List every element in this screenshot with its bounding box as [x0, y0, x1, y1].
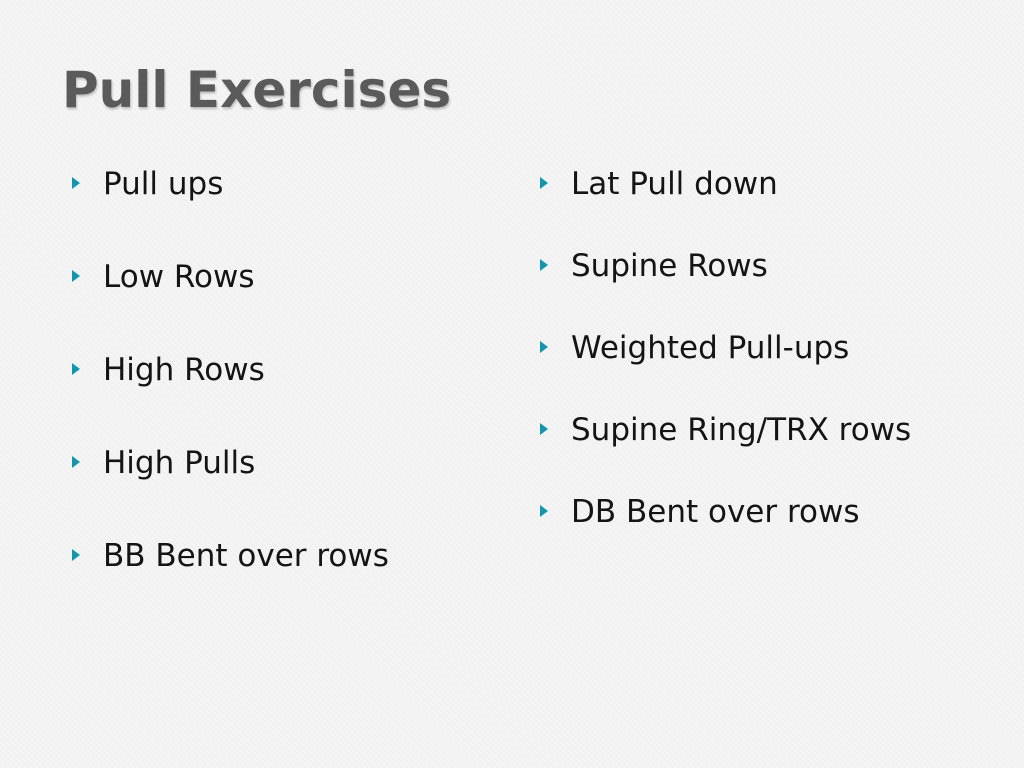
bullet-item-supine-rows: Supine Rows — [540, 244, 1010, 288]
bullet-label: Supine Rows — [571, 248, 768, 284]
bullet-label: Weighted Pull-ups — [571, 330, 850, 366]
triangle-right-icon — [540, 177, 548, 189]
bullet-label: DB Bent over rows — [571, 494, 860, 530]
bullet-item-high-pulls: High Pulls — [72, 441, 512, 485]
bullet-item-high-rows: High Rows — [72, 348, 512, 392]
bullet-label: Low Rows — [103, 259, 255, 295]
bullet-item-lat-pull-down: Lat Pull down — [540, 162, 1010, 206]
bullet-item-db-bent-over-rows: DB Bent over rows — [540, 490, 1010, 534]
bullet-label: Lat Pull down — [571, 166, 778, 202]
triangle-right-icon — [72, 456, 80, 468]
triangle-right-icon — [72, 177, 80, 189]
triangle-right-icon — [72, 549, 80, 561]
right-bullet-list: Lat Pull down Supine Rows Weighted Pull-… — [540, 162, 1010, 572]
bullet-label: High Pulls — [103, 445, 256, 481]
bullet-item-pull-ups: Pull ups — [72, 162, 512, 206]
left-bullet-list: Pull ups Low Rows High Rows High Pulls B… — [72, 162, 512, 627]
bullet-label: Pull ups — [103, 166, 224, 202]
bullet-label: High Rows — [103, 352, 265, 388]
bullet-label: BB Bent over rows — [103, 538, 389, 574]
bullet-item-supine-ring-trx-rows: Supine Ring/TRX rows — [540, 408, 1010, 452]
bullet-item-low-rows: Low Rows — [72, 255, 512, 299]
triangle-right-icon — [540, 341, 548, 353]
triangle-right-icon — [72, 270, 80, 282]
triangle-right-icon — [540, 505, 548, 517]
triangle-right-icon — [540, 259, 548, 271]
bullet-item-bb-bent-over-rows: BB Bent over rows — [72, 534, 512, 578]
triangle-right-icon — [72, 363, 80, 375]
triangle-right-icon — [540, 423, 548, 435]
slide-title: Pull Exercises — [62, 61, 452, 119]
bullet-label: Supine Ring/TRX rows — [571, 412, 912, 448]
bullet-item-weighted-pull-ups: Weighted Pull-ups — [540, 326, 1010, 370]
